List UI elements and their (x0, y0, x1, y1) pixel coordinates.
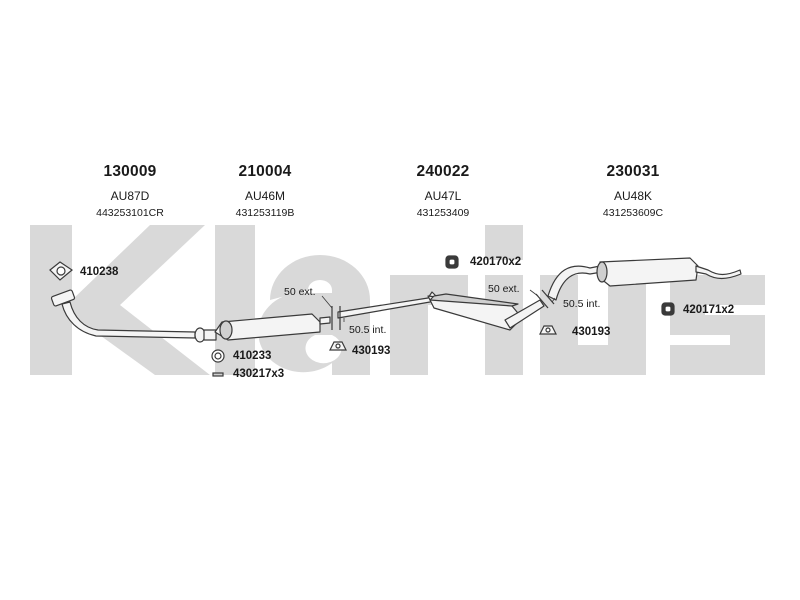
oem-number-3: 431253409 (416, 207, 470, 219)
code-2: AU46M (244, 189, 285, 203)
part-label-410233: 410233 (233, 350, 272, 362)
oem-number-2: 431253119B (235, 207, 295, 219)
part-icons (49, 255, 675, 377)
part-label-430193-1: 430193 (352, 345, 391, 357)
rear-silencer (547, 257, 742, 301)
ring-gasket-icon (211, 349, 225, 363)
part-number-3: 240022 (416, 163, 470, 180)
dimension-int-2: 50.5 int. (563, 298, 601, 310)
part-label-430217: 430217x3 (233, 368, 285, 380)
oem-number-1: 443253101CR (96, 207, 164, 219)
oem-number-4: 431253609C (602, 207, 664, 219)
gasket-icon (49, 261, 74, 281)
bolt-icon (212, 372, 224, 377)
rubber-hanger-icon-2 (661, 302, 675, 316)
dimension-int-1: 50.5 int. (349, 324, 387, 336)
code-3: AU47L (424, 189, 462, 203)
code-1: AU87D (110, 189, 150, 203)
dimension-ext-2: 50 ext. (488, 283, 520, 295)
dimension-ext-1: 50 ext. (284, 286, 316, 298)
part-label-420170: 420170x2 (470, 256, 522, 268)
part-label-410238: 410238 (80, 266, 119, 278)
front-pipe (50, 289, 217, 343)
part-label-420171: 420171x2 (683, 304, 735, 316)
middle-silencer (214, 313, 331, 341)
part-number-2: 210004 (238, 163, 292, 180)
rubber-hanger-icon-1 (445, 255, 459, 269)
dimension-leaders (321, 289, 556, 322)
part-number-1: 130009 (103, 163, 157, 180)
code-4: AU48K (613, 189, 653, 203)
center-silencer (337, 291, 545, 331)
clamp-icon-2 (539, 325, 557, 335)
part-label-430193-2: 430193 (572, 326, 611, 338)
clamp-icon-1 (329, 341, 347, 351)
part-number-4: 230031 (606, 163, 660, 180)
